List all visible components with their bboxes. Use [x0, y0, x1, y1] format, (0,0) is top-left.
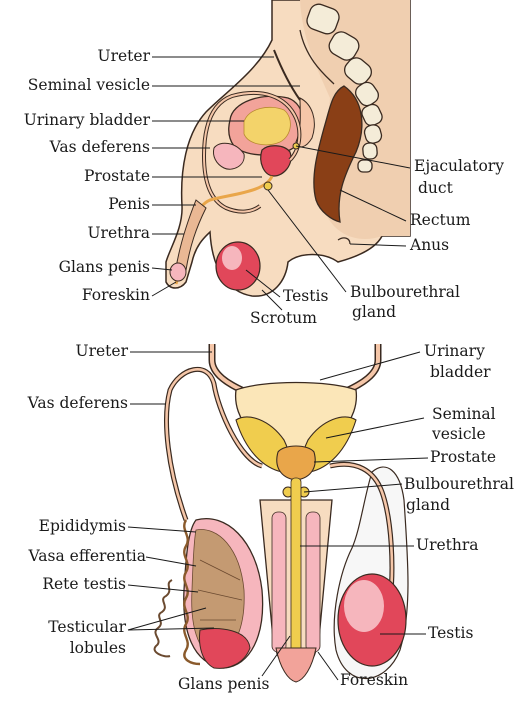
corpus-right — [306, 512, 320, 652]
urinary-bladder-a-lumen — [244, 107, 290, 145]
label-a-ejaculatory-2: duct — [418, 180, 453, 197]
sagittal-view — [152, 0, 410, 310]
label-a-urinary-bladder: Urinary bladder — [0, 112, 150, 129]
glans-penis-b — [276, 648, 316, 682]
label-b-vasa-efferentia: Vasa efferentia — [0, 548, 146, 565]
label-b-urethra: Urethra — [416, 537, 479, 554]
label-b-epididymis: Epididymis — [0, 518, 126, 535]
frontal-view — [128, 344, 428, 682]
label-b-vas-deferens: Vas deferens — [0, 395, 128, 412]
label-a-glans-penis: Glans penis — [0, 259, 150, 276]
label-b-glans-penis: Glans penis — [178, 676, 269, 693]
label-b-bladder-2: bladder — [430, 364, 491, 381]
label-b-testis: Testis — [428, 625, 473, 642]
label-a-testis: Testis — [283, 288, 328, 305]
label-b-ureter: Ureter — [0, 343, 128, 360]
label-b-testicular-1: Testicular — [0, 619, 126, 636]
bulbourethral-gland-a — [264, 182, 272, 190]
corpus-left — [272, 512, 286, 652]
label-b-bladder-1: Urinary — [424, 343, 485, 360]
label-a-ejaculatory-1: Ejaculatory — [414, 158, 504, 175]
label-b-bulbourethral-2: gland — [406, 497, 450, 514]
label-b-foreskin: Foreskin — [340, 672, 408, 689]
label-a-ureter: Ureter — [0, 48, 150, 65]
label-a-bulbourethral-1: Bulbourethral — [350, 284, 460, 301]
label-b-testicular-2: lobules — [0, 640, 126, 657]
label-b-prostate: Prostate — [430, 449, 496, 466]
label-a-foreskin: Foreskin — [0, 287, 150, 304]
label-a-rectum: Rectum — [410, 212, 470, 229]
glans-penis-a — [170, 263, 186, 281]
prostate-b — [277, 446, 315, 480]
label-b-bulbourethral-1: Bulbourethral — [404, 476, 514, 493]
label-a-bulbourethral-2: gland — [352, 304, 396, 321]
label-a-scrotum: Scrotum — [250, 310, 317, 327]
label-b-seminal-2: vesicle — [432, 426, 486, 443]
label-a-vas-deferens: Vas deferens — [0, 139, 150, 156]
label-b-rete-testis: Rete testis — [0, 576, 126, 593]
label-a-penis: Penis — [0, 196, 150, 213]
label-a-seminal-vesicle: Seminal vesicle — [0, 77, 150, 94]
label-a-prostate: Prostate — [0, 168, 150, 185]
label-b-seminal-1: Seminal — [432, 406, 496, 423]
label-a-urethra: Urethra — [0, 225, 150, 242]
label-a-anus: Anus — [410, 237, 449, 254]
